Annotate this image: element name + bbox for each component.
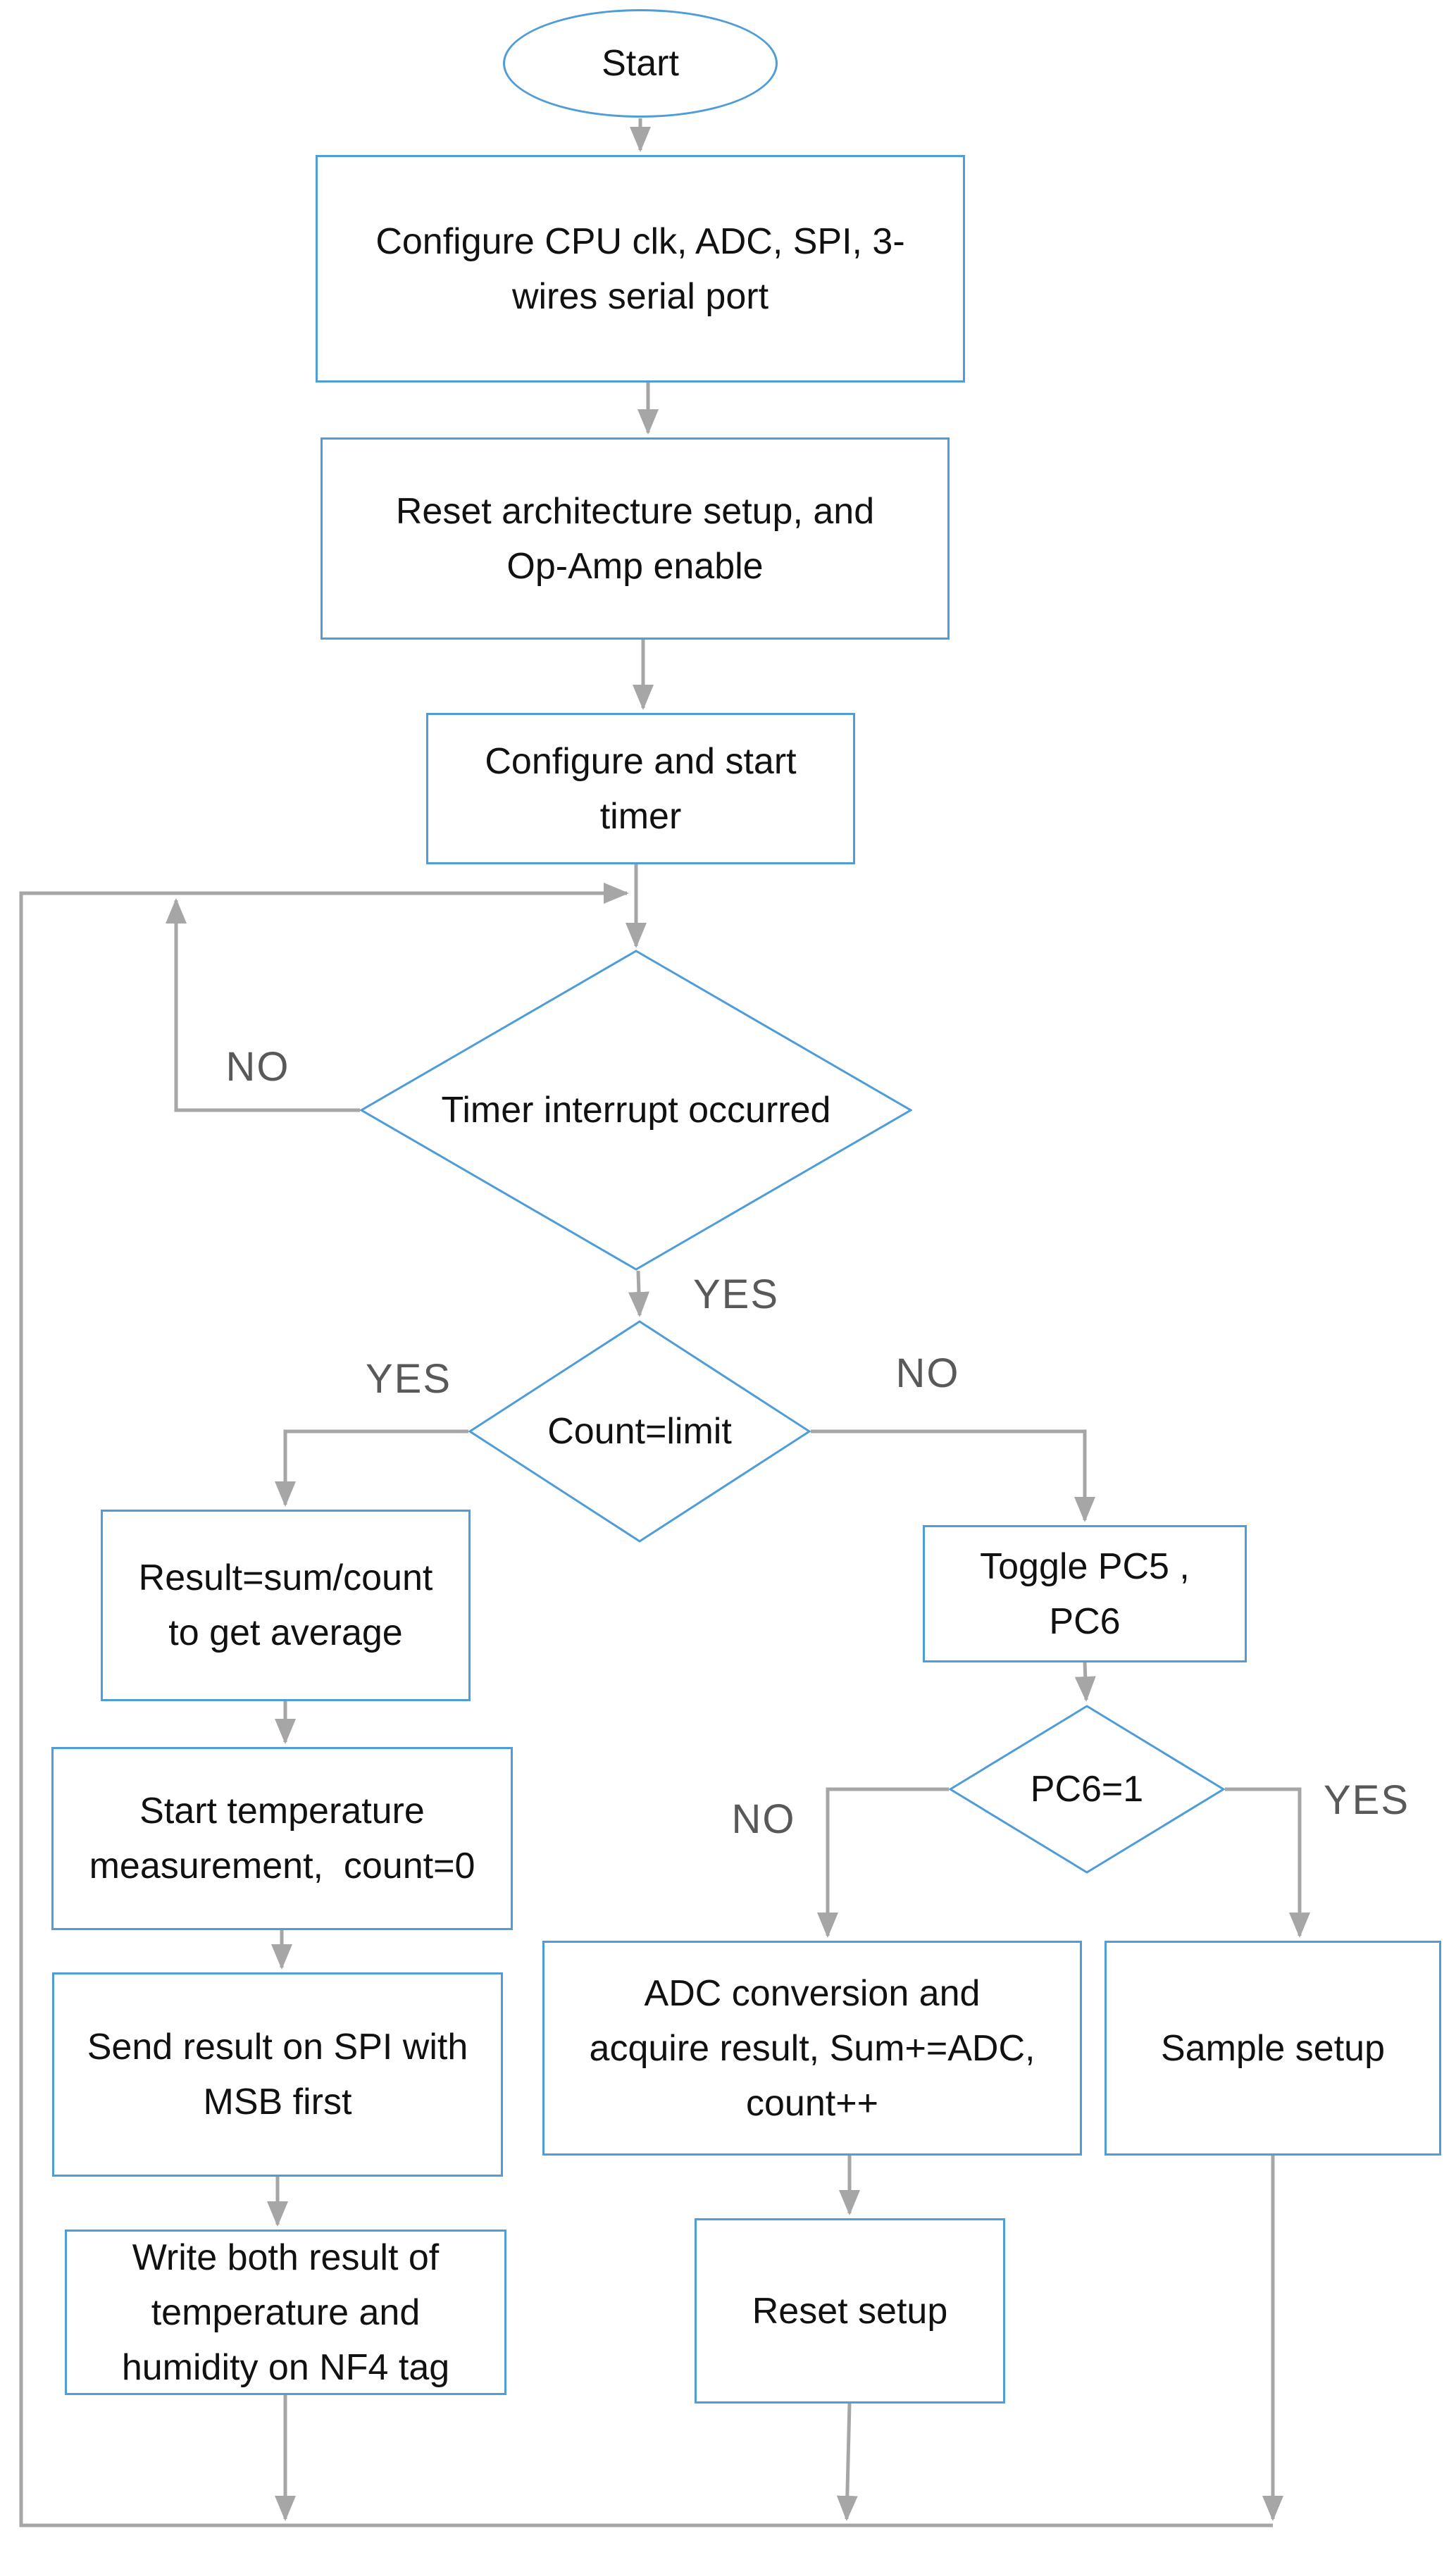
node-configure-timer-label: Configure and start timer [485, 740, 797, 837]
node-configure-cpu-label: Configure CPU clk, ADC, SPI, 3- wires se… [375, 220, 905, 317]
node-adc-conversion: ADC conversion and acquire result, Sum+=… [542, 1941, 1082, 2156]
node-count-limit: Count=limit [468, 1320, 811, 1543]
edge-label-count-yes-text: YES [365, 1355, 452, 1402]
node-adc-conversion-label: ADC conversion and acquire result, Sum+=… [589, 1972, 1035, 2124]
edge-label-pc6-yes: YES [1289, 1765, 1444, 1835]
node-pc6-check-label: PC6=1 [1030, 1769, 1144, 1810]
node-configure-timer: Configure and start timer [426, 713, 855, 864]
node-reset-setup: Reset setup [695, 2218, 1005, 2404]
node-result-average: Result=sum/count to get average [101, 1510, 471, 1701]
edge-reset-setup-to-collector [836, 2403, 858, 2521]
edge-label-timer-yes-text: YES [692, 1271, 780, 1317]
edge-bottom-collector-and-left-return [19, 883, 1273, 2527]
node-timer-interrupt: Timer interrupt occurred [360, 950, 912, 1271]
node-sample-setup: Sample setup [1105, 1941, 1441, 2156]
node-toggle-pc-label: Toggle PC5 , PC6 [980, 1546, 1190, 1642]
diamond-shape [468, 1320, 811, 1543]
node-timer-interrupt-label: Timer interrupt occurred [441, 1090, 831, 1131]
node-send-spi: Send result on SPI with MSB first [52, 1972, 503, 2177]
edge-label-pc6-no-text: NO [731, 1796, 796, 1842]
node-result-average-label: Result=sum/count to get average [138, 1557, 433, 1653]
node-send-spi-label: Send result on SPI with MSB first [87, 2027, 468, 2122]
node-start: Start [503, 9, 778, 118]
node-count-limit-label: Count=limit [547, 1411, 732, 1452]
edge-count-limit-yes [275, 1429, 468, 1507]
diamond-shape [949, 1705, 1225, 1874]
edge-timer-interrupt-yes-to-count-limit [628, 1270, 649, 1317]
edge-label-timer-no: NO [180, 1031, 335, 1102]
node-start-temperature: Start temperature measurement, count=0 [51, 1747, 513, 1930]
diamond-shape [360, 950, 912, 1271]
edge-label-count-no-text: NO [895, 1350, 960, 1396]
edge-label-count-no: NO [850, 1338, 1005, 1408]
node-start-label: Start [602, 43, 679, 84]
edge-toggle-pc-to-pc6-check [1074, 1662, 1096, 1702]
edge-label-timer-yes: YES [659, 1259, 814, 1329]
node-toggle-pc: Toggle PC5 , PC6 [923, 1525, 1247, 1662]
edge-pc6-yes [1225, 1787, 1310, 1938]
node-pc6-check: PC6=1 [949, 1705, 1225, 1874]
node-reset-setup-label: Reset setup [752, 2290, 948, 2332]
edge-label-pc6-yes-text: YES [1323, 1777, 1410, 1823]
node-start-temperature-label: Start temperature measurement, count=0 [89, 1791, 475, 1886]
edge-label-pc6-no: NO [686, 1784, 841, 1854]
edge-count-limit-no [811, 1429, 1095, 1522]
node-configure-cpu: Configure CPU clk, ADC, SPI, 3- wires se… [316, 155, 965, 383]
edge-label-count-yes: YES [331, 1343, 486, 1414]
node-sample-setup-label: Sample setup [1161, 2027, 1385, 2069]
node-reset-architecture-label: Reset architecture setup, and Op-Amp ena… [395, 490, 875, 587]
node-reset-architecture: Reset architecture setup, and Op-Amp ena… [321, 437, 950, 640]
edge-label-timer-no-text: NO [225, 1043, 290, 1090]
node-write-nf4-label: Write both result of temperature and hum… [121, 2237, 450, 2388]
edge-pc6-no [817, 1787, 949, 1938]
node-write-nf4: Write both result of temperature and hum… [65, 2230, 506, 2395]
edge-timer-interrupt-no-loop [166, 898, 360, 1112]
